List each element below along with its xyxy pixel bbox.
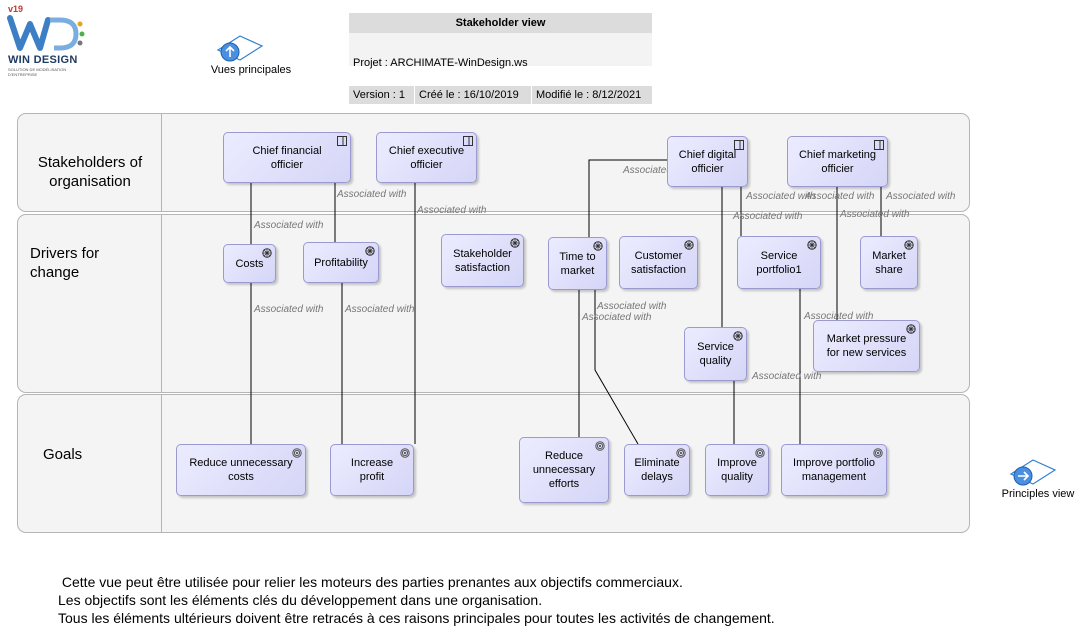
- goal-icon: [595, 441, 605, 451]
- view-description: Cette vue peut être utilisée pour relier…: [58, 573, 775, 627]
- driver-icon: [365, 246, 375, 256]
- lane-divider: [161, 215, 162, 392]
- edge-label: Associated with: [752, 371, 822, 382]
- driver-icon: [593, 241, 603, 251]
- edge-label: Associated with: [254, 304, 324, 315]
- lane-label: Goals: [43, 446, 83, 463]
- edge-label: Associated with: [417, 205, 487, 216]
- description-line: Les objectifs sont les éléments clés du …: [58, 592, 543, 608]
- header-meta-row: Version : 1 Créé le : 16/10/2019 Modifié…: [349, 86, 652, 104]
- edge-label: Associated with: [805, 191, 875, 202]
- logo-brand: WIN DESIGN: [8, 54, 78, 66]
- edge-label: Associated with: [254, 220, 324, 231]
- view-navigation-icon: [1009, 459, 1057, 486]
- lane-divider: [161, 114, 162, 211]
- edge-label: Associated with: [623, 165, 693, 176]
- edge-label: Associated with: [582, 312, 652, 323]
- view-navigation-icon: [216, 35, 264, 62]
- edge-label: Associated with: [597, 301, 667, 312]
- driver-icon: [684, 240, 694, 250]
- edge-label: Associated with: [337, 189, 407, 200]
- header-divider: [531, 86, 532, 104]
- goal-icon: [676, 448, 686, 458]
- driver-icon: [510, 238, 520, 248]
- driver-icon: [733, 331, 743, 341]
- created-label: Créé le : 16/10/2019: [419, 89, 519, 101]
- header-spacer: [349, 33, 652, 66]
- wd-logo-icon: [7, 15, 85, 51]
- edge-label: Associated with: [345, 304, 415, 315]
- main-views-label: Vues principales: [210, 64, 292, 76]
- edge-label: Associated with: [746, 191, 816, 202]
- goal-icon: [873, 448, 883, 458]
- stakeholder-icon: [734, 140, 744, 150]
- edge-label: Associated with: [804, 311, 874, 322]
- node-costs[interactable]: Costs: [223, 244, 276, 283]
- principles-view-link[interactable]: Principles view: [995, 456, 1081, 500]
- driver-icon: [904, 240, 914, 250]
- windesign-logo: v19 WIN DESIGN SOLUTION DE MODÉLISATION …: [4, 4, 86, 77]
- logo-tagline: SOLUTION DE MODÉLISATION D'ENTREPRISE: [8, 67, 67, 77]
- node-profitability[interactable]: Profitability: [303, 242, 379, 283]
- edge-label: Associated with: [840, 209, 910, 220]
- description-line: Tous les éléments ultérieurs doivent êtr…: [58, 610, 775, 626]
- project-name: Projet : ARCHIMATE-WinDesign.ws: [353, 57, 528, 69]
- view-header: Stakeholder view Projet : ARCHIMATE-WinD…: [349, 13, 652, 104]
- goal-icon: [292, 448, 302, 458]
- principles-view-label: Principles view: [1001, 488, 1075, 500]
- header-divider: [414, 86, 415, 104]
- version-label: Version : 1: [353, 89, 405, 101]
- driver-icon: [906, 324, 916, 334]
- stakeholder-icon: [874, 140, 884, 150]
- edge-label: Associated with: [733, 211, 803, 222]
- logo-version: v19: [8, 4, 24, 14]
- driver-icon: [807, 240, 817, 250]
- goal-icon: [755, 448, 765, 458]
- lane-divider: [161, 395, 162, 532]
- stakeholder-icon: [463, 136, 473, 146]
- modified-label: Modifié le : 8/12/2021: [536, 89, 642, 101]
- driver-icon: [262, 248, 272, 258]
- goal-icon: [400, 448, 410, 458]
- stakeholder-icon: [337, 136, 347, 146]
- edge-label: Associated with: [886, 191, 956, 202]
- description-line: Cette vue peut être utilisée pour relier…: [58, 574, 683, 590]
- main-views-link[interactable]: Vues principales: [196, 32, 306, 76]
